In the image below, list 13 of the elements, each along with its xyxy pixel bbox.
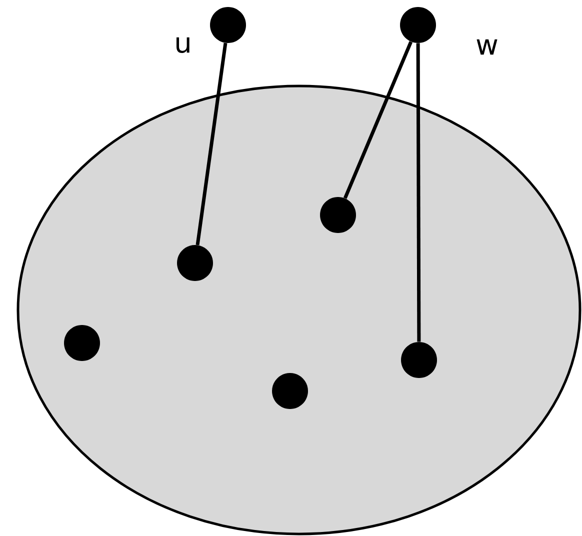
dot — [320, 197, 356, 233]
dot — [210, 7, 246, 43]
vertex-label: u — [176, 36, 190, 54]
vertex-label: w — [476, 39, 498, 55]
dot — [64, 325, 100, 361]
dot — [400, 7, 436, 43]
dot — [401, 342, 437, 378]
edge-line — [343, 41, 413, 199]
edge-line — [416, 43, 421, 342]
set-ellipse — [16, 84, 582, 536]
edge-line — [196, 42, 228, 246]
dot — [272, 373, 308, 409]
dot — [177, 245, 213, 281]
